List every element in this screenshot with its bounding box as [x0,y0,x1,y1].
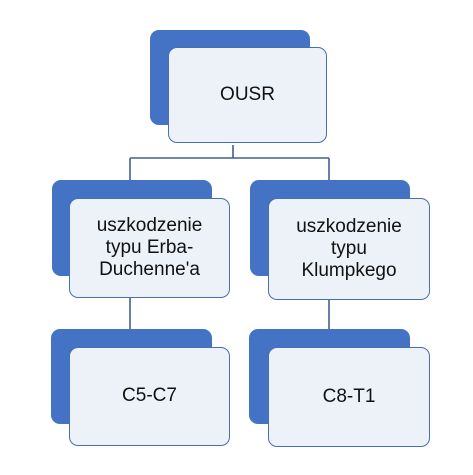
branch-node-klumpke-label: uszkodzenie typu Klumpkego [296,215,402,282]
child-node-c5-c7-label: C5-C7 [122,385,177,407]
branch-node-erb-duchenne-box: uszkodzenie typu Erba- Duchenne'a [69,198,230,298]
child-node-c8-t1: C8-T1 [249,329,434,451]
child-node-c5-c7-box: C5-C7 [69,347,230,446]
branch-node-klumpke: uszkodzenie typu Klumpkego [250,180,434,304]
root-node-label: OUSR [220,83,275,105]
child-node-c8-t1-box: C8-T1 [268,347,430,447]
root-node-box: OUSR [168,47,327,143]
root-node: OUSR [150,30,335,148]
branch-node-klumpke-box: uszkodzenie typu Klumpkego [268,198,430,300]
child-node-c8-t1-label: C8-T1 [322,385,376,407]
child-node-c5-c7: C5-C7 [51,329,234,449]
branch-node-erb-duchenne-label: uszkodzenie typu Erba- Duchenne'a [96,214,203,281]
branch-node-erb-duchenne: uszkodzenie typu Erba- Duchenne'a [52,180,234,303]
